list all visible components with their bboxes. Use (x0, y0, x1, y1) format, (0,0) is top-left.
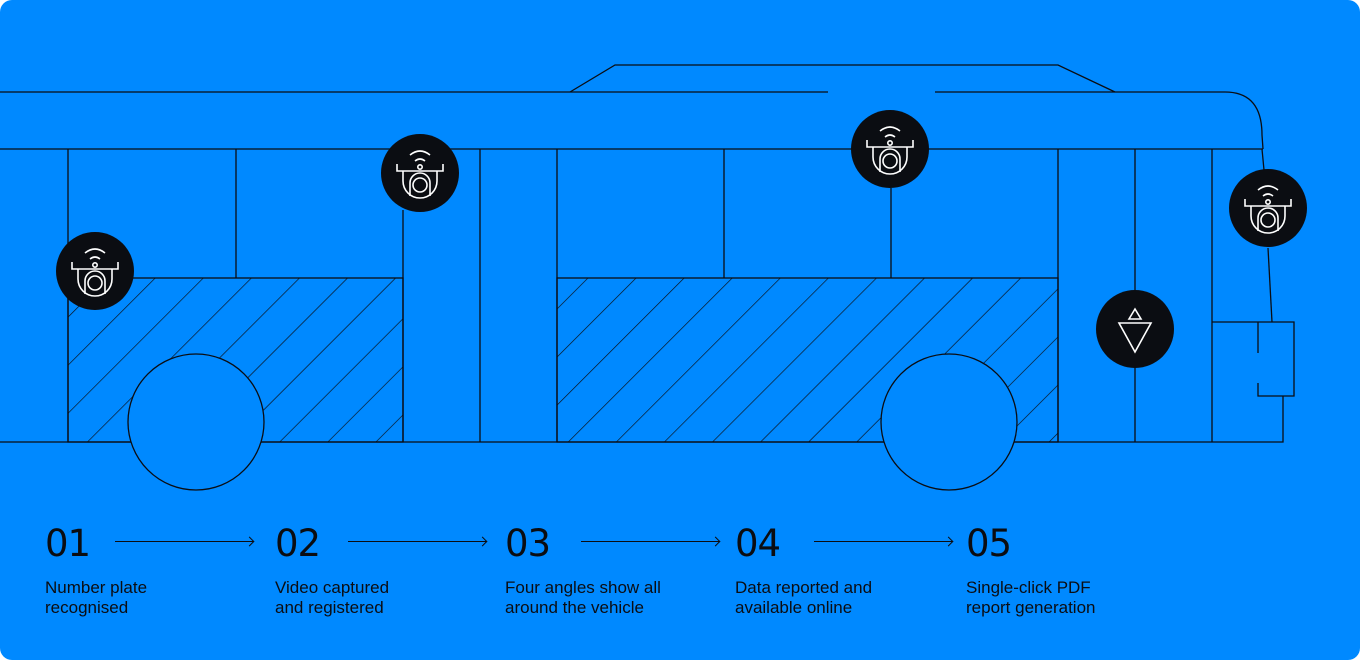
camera-icon (380, 133, 460, 213)
updown-triangles-icon (1096, 290, 1174, 368)
camera-icon (55, 231, 135, 311)
bus-illustration (0, 64, 1308, 491)
step-number: 04 (735, 522, 781, 565)
arrow-icon (581, 541, 719, 542)
step-number: 05 (966, 522, 1012, 565)
camera-icon (1228, 168, 1308, 248)
arrow-icon (348, 541, 486, 542)
arrow-icon (814, 541, 952, 542)
arrow-icon (115, 541, 253, 542)
step-number: 02 (275, 522, 321, 565)
camera-icon (850, 109, 930, 189)
step-number: 03 (505, 522, 551, 565)
step-number: 01 (45, 522, 91, 565)
